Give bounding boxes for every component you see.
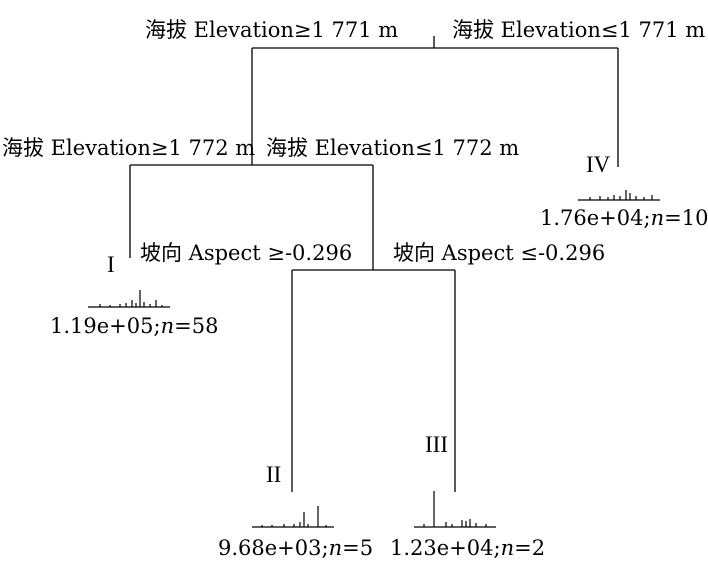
leaf-II-value: 9.68e+03;n=5 bbox=[218, 536, 374, 560]
leaf-IV-histogram bbox=[578, 190, 660, 201]
leaf-III-id: III bbox=[425, 432, 448, 457]
split-third-left-label: 坡向 Aspect ≥-0.296 bbox=[140, 241, 353, 265]
leaf-IV-id: IV bbox=[586, 152, 611, 177]
leaf-II-histogram bbox=[252, 506, 334, 528]
leaf-II-id: II bbox=[266, 462, 282, 487]
split-second-left-label: 海拔 Elevation≥1 772 m bbox=[2, 136, 256, 160]
leaf-I-histogram bbox=[88, 290, 170, 308]
split-root-left-label: 海拔 Elevation≥1 771 m bbox=[145, 18, 399, 42]
leaf-IV-value: 1.76e+04;n=10 bbox=[540, 206, 708, 230]
leaf-I-id: I bbox=[107, 252, 115, 277]
split-third-right-label: 坡向 Aspect ≤-0.296 bbox=[393, 241, 606, 265]
split-second-right-label: 海拔 Elevation≤1 772 m bbox=[266, 136, 520, 160]
leaf-I-value: 1.19e+05;n=58 bbox=[50, 314, 219, 338]
split-root-right-label: 海拔 Elevation≤1 771 m bbox=[452, 18, 706, 42]
leaf-III-histogram bbox=[414, 491, 496, 528]
leaf-III-value: 1.23e+04;n=2 bbox=[390, 536, 546, 560]
